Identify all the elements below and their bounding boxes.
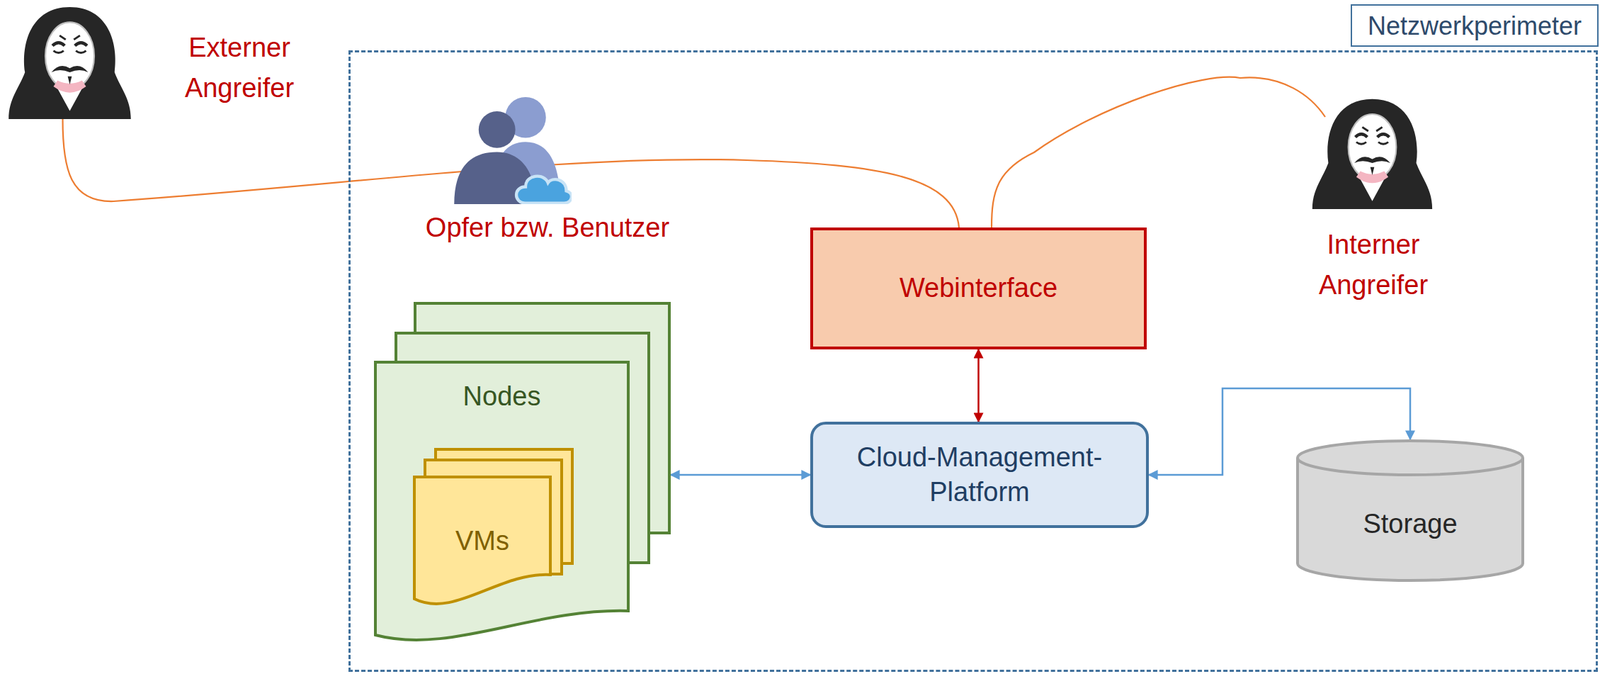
nodes-stack: NodesVMs xyxy=(375,303,670,645)
user-icon-shape xyxy=(454,94,572,204)
storage-label: Storage xyxy=(1296,505,1525,542)
user-icon: Opfer bzw. Benutzer xyxy=(454,94,572,204)
attacker-label: Interner Angreifer xyxy=(1289,224,1457,306)
attacker-label: Externer Angreifer xyxy=(155,27,323,109)
connector xyxy=(670,473,811,476)
attacker-figure: Interner Angreifer xyxy=(1311,97,1434,209)
stack-label: Nodes xyxy=(375,378,629,415)
connector xyxy=(977,349,980,422)
user-label: Opfer bzw. Benutzer xyxy=(425,209,670,246)
webinterface-box: Webinterface xyxy=(810,227,1147,350)
vm-stack: VMs xyxy=(414,449,573,609)
attacker-figure: Externer Angreifer xyxy=(8,4,132,119)
stack-label: VMs xyxy=(414,522,551,559)
connector xyxy=(991,77,1326,228)
platform-box: Cloud-Management- Platform xyxy=(810,421,1149,528)
perimeter-label: Netzwerkperimeter xyxy=(1350,4,1599,47)
network-perimeter: NetzwerkperimeterOpfer bzw. BenutzerWebi… xyxy=(349,50,1598,671)
box-label: Cloud-Management- Platform xyxy=(827,439,1132,510)
storage-cylinder: Storage xyxy=(1296,439,1525,582)
box-label: Webinterface xyxy=(899,269,1058,306)
attacker-figure-shape xyxy=(8,4,132,119)
attacker-figure-shape xyxy=(1311,97,1434,209)
